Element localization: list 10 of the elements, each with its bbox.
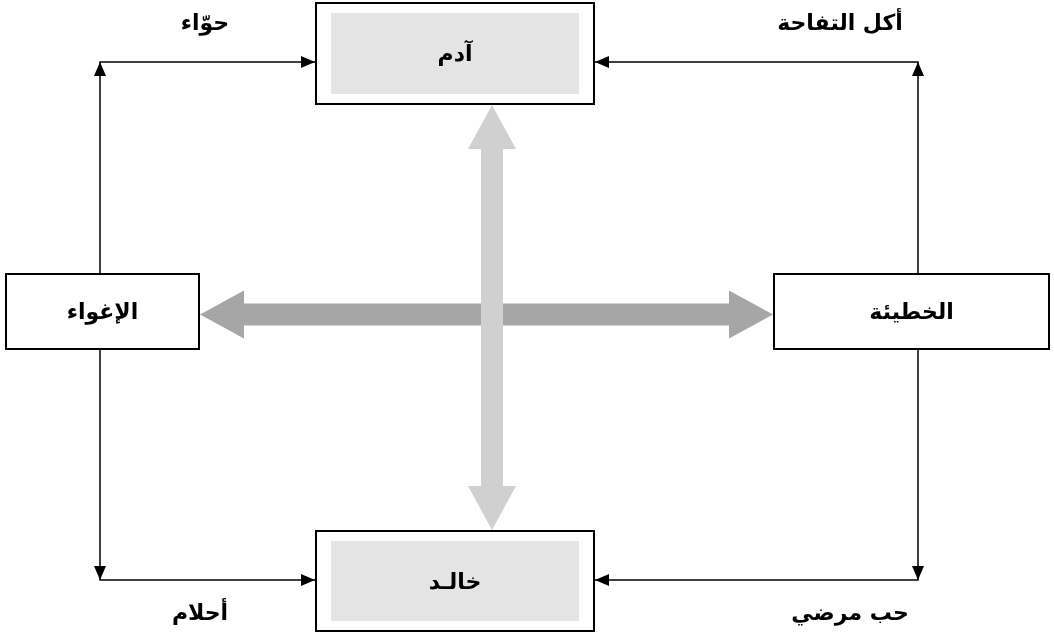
- elbow-arrow: [94, 349, 316, 586]
- concept-box: الإغواء: [5, 273, 200, 350]
- elbow-arrow: [594, 349, 924, 586]
- elbow-arrow: [594, 56, 924, 274]
- block-arrow: [200, 290, 773, 339]
- name-box: خالـد: [315, 530, 595, 632]
- concept-box: الخطيئة: [773, 273, 1050, 350]
- elbow-arrow: [94, 56, 316, 274]
- block-arrow: [468, 105, 516, 530]
- name-box: آدم: [315, 2, 595, 105]
